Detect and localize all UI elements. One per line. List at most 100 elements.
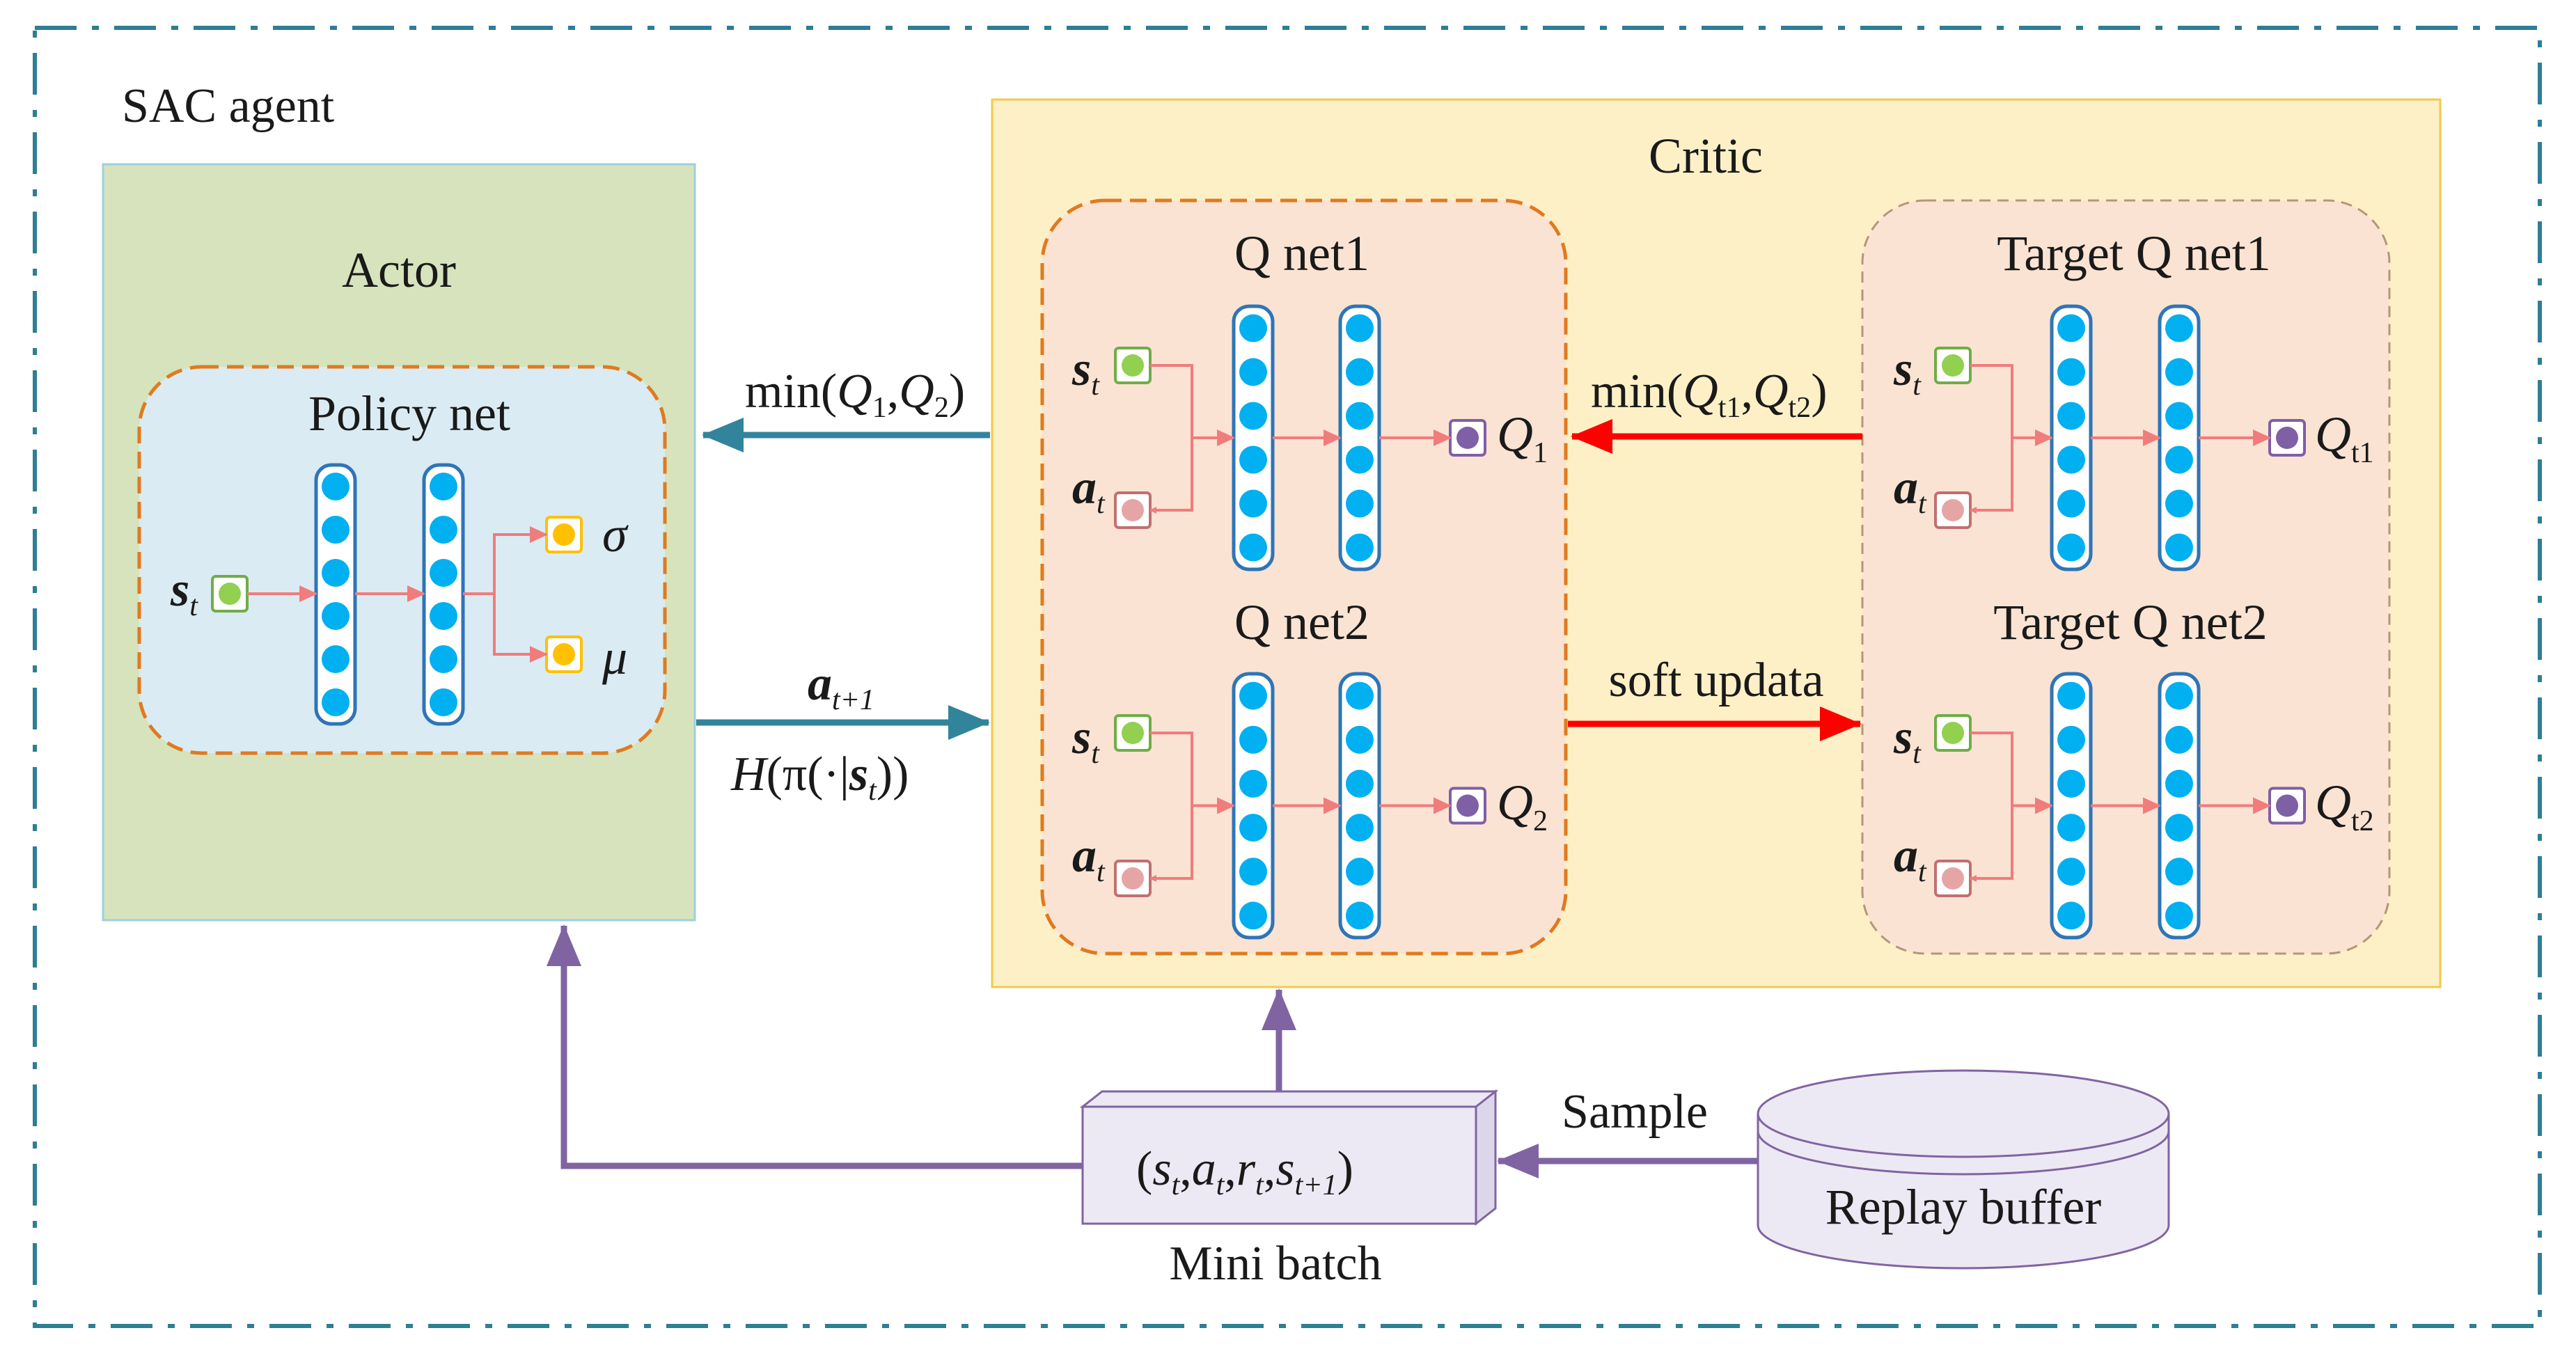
policy-net-title: Policy net (308, 386, 510, 441)
policy-hidden1-neuron (322, 516, 350, 544)
replay-buffer-top (1757, 1069, 2170, 1158)
sample-label: Sample (1562, 1085, 1708, 1139)
qnet1-state-label: st (1071, 342, 1100, 402)
qnet1-title: Q net1 (1234, 226, 1369, 281)
replay-buffer: Replay buffer (1757, 1069, 2170, 1270)
qnet2-hidden1-neuron (1239, 725, 1267, 754)
target2-hidden1-neuron (2057, 858, 2085, 886)
target2-hidden2-neuron (2165, 725, 2193, 754)
qnet1-hidden2-neuron (1346, 489, 1374, 518)
target2-hidden1-neuron (2057, 814, 2085, 842)
qnet1-hidden1-layer (1232, 304, 1275, 571)
policy-hidden2-neuron (430, 602, 457, 630)
qnet2-hidden1-neuron (1239, 901, 1267, 930)
qnet2-hidden1-neuron (1239, 681, 1267, 710)
policy-hidden1-neuron (322, 559, 350, 587)
qnet1-hidden1-neuron (1239, 402, 1267, 430)
target2-action-node (1942, 867, 1964, 890)
qnet2-action-node (1122, 867, 1144, 890)
qnet2-hidden2-neuron (1346, 814, 1374, 842)
qnet1-hidden2-layer (1338, 304, 1381, 571)
critic-q-networks-box (1040, 198, 1568, 956)
qnet1-hidden1-neuron (1239, 489, 1267, 518)
qnet1-hidden2-neuron (1346, 358, 1374, 386)
target2-hidden1-neuron (2057, 681, 2085, 710)
target1-hidden1-neuron (2057, 402, 2085, 430)
target1-action-label: at (1894, 461, 1927, 520)
target1-hidden1-neuron (2057, 533, 2085, 562)
target1-hidden1-neuron (2057, 314, 2085, 342)
target2-state-label: st (1893, 711, 1922, 770)
policy-hidden2-neuron (430, 516, 457, 544)
target2-hidden2-layer (2158, 672, 2201, 940)
policy-hidden1-neuron (322, 688, 350, 716)
qnet2-q-node (1456, 794, 1479, 817)
soft-update-label: soft updata (1608, 654, 1823, 707)
qnet2-hidden2-layer (1338, 672, 1381, 940)
target1-q-node (2276, 427, 2298, 449)
target1-hidden1-neuron (2057, 489, 2085, 518)
sigma-node (553, 523, 575, 546)
minibatch-to-actor-arrow (547, 924, 1083, 1169)
qnet1-action-label: at (1072, 461, 1106, 520)
target2-output-label: Qt2 (2315, 775, 2374, 837)
actor-block: Actor Policy net (102, 163, 696, 922)
target2-hidden2-neuron (2165, 814, 2193, 842)
mu-node (553, 643, 575, 665)
target2-action-label: at (1894, 829, 1927, 888)
policy-hidden2-neuron (430, 559, 457, 587)
sigma-label: σ (602, 507, 629, 562)
policy-input-label: st (170, 563, 198, 622)
qnet2-action-label: at (1072, 829, 1106, 888)
minibatch-front-face (1081, 1105, 1477, 1225)
critic-title: Critic (1649, 128, 1763, 184)
qnet1-hidden2-neuron (1346, 402, 1374, 430)
qnet2-state-node (1122, 722, 1144, 744)
target1-hidden2-neuron (2165, 314, 2193, 342)
target2-hidden1-neuron (2057, 901, 2085, 930)
qnet1-hidden2-neuron (1346, 445, 1374, 474)
actor-entropy-label: H(π(·|st)) (730, 748, 909, 807)
qnet2-state-label: st (1071, 711, 1100, 770)
target2-hidden1-neuron (2057, 725, 2085, 754)
agent-frame (33, 26, 2542, 1328)
target2-hidden2-neuron (2165, 681, 2193, 710)
qnet1-hidden1-neuron (1239, 445, 1267, 474)
agent-title: SAC agent (122, 79, 335, 133)
target1-output-label: Qt1 (2315, 406, 2374, 469)
qnet1-hidden1-neuron (1239, 533, 1267, 562)
policy-hidden2-neuron (430, 473, 457, 500)
qnet2-hidden2-neuron (1346, 901, 1374, 930)
minibatch-label: Mini batch (1169, 1237, 1381, 1290)
policy-conn-sigma (463, 526, 548, 595)
qnet2-hidden2-neuron (1346, 769, 1374, 798)
qnet2-hidden2-neuron (1346, 725, 1374, 754)
target-to-critic-label: min(Qt1,Qt2) (1591, 365, 1828, 424)
policy-hidden2-layer (422, 463, 465, 726)
qnet1-q-node (1456, 427, 1479, 449)
policy-hidden1-neuron (322, 602, 350, 630)
target2-state-node (1942, 722, 1964, 744)
qnet2-hidden2-neuron (1346, 681, 1374, 710)
policy-state-node (219, 583, 241, 605)
qnet2-title: Q net2 (1234, 594, 1369, 650)
qnet2-hidden1-layer (1232, 672, 1275, 940)
qnet1-state-node (1122, 354, 1144, 377)
target1-hidden2-neuron (2165, 402, 2193, 430)
policy-hidden2-neuron (430, 688, 457, 716)
target1-hidden1-neuron (2057, 358, 2085, 386)
policy-hidden1-neuron (322, 473, 350, 500)
target1-hidden2-layer (2158, 304, 2201, 571)
qnet2-output-label: Q2 (1497, 775, 1548, 837)
target1-hidden2-neuron (2165, 489, 2193, 518)
qnet1-hidden1-neuron (1239, 358, 1267, 386)
critic-target-networks-box (1861, 199, 2391, 955)
target2-hidden1-neuron (2057, 769, 2085, 798)
target2-hidden1-layer (2050, 672, 2093, 940)
target1-hidden1-neuron (2057, 445, 2085, 474)
critic-to-actor-label: min(Q1,Q2) (745, 365, 965, 424)
qnet1-hidden1-neuron (1239, 314, 1267, 342)
replay-buffer-ring (1757, 1130, 2170, 1176)
qnet2-hidden1-neuron (1239, 769, 1267, 798)
